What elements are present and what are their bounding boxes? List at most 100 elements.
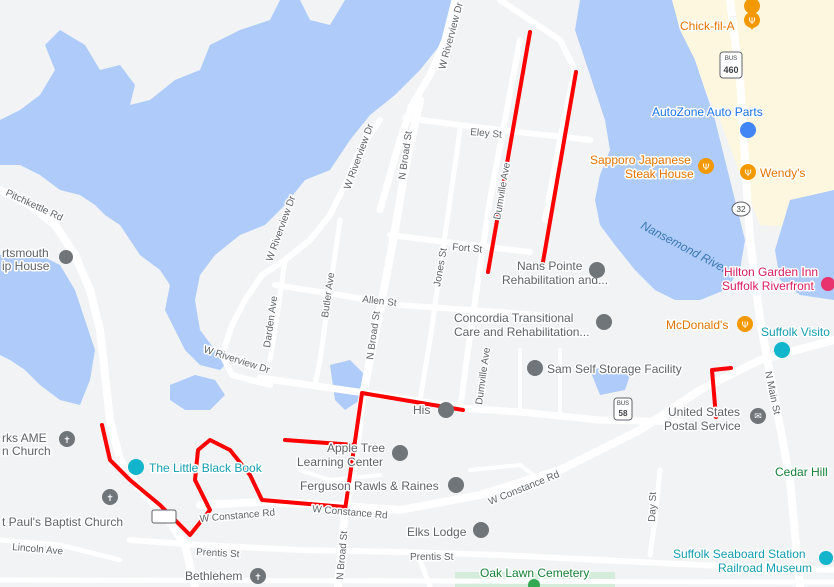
place-pin-icon <box>589 262 605 278</box>
water-inlet <box>330 360 365 410</box>
route-shield-32: 32 <box>731 201 751 217</box>
poi-usps[interactable]: United States Postal Service <box>663 404 766 435</box>
nansemond-river <box>575 0 745 300</box>
church-pin-icon <box>250 568 266 584</box>
poi-concordia[interactable]: Concordia Transitional Care and Rehabili… <box>453 310 612 341</box>
church-pin-icon <box>59 431 75 447</box>
place-pin-icon <box>392 445 408 461</box>
poi-apple-tree-label-2: Learning Center <box>297 455 383 469</box>
route-460-number: 460 <box>723 65 738 75</box>
place-pin-icon <box>438 402 454 418</box>
fork-icon: Ψ <box>744 169 751 179</box>
cross-icon: ✝ <box>63 436 71 446</box>
poi-his-label: His <box>413 403 430 417</box>
fork-icon: Ψ <box>748 17 755 27</box>
place-pin-icon <box>59 250 73 264</box>
poi-ame-church[interactable]: rks AME n Church <box>1 430 75 460</box>
poi-portsmouth[interactable]: rtsmouth ip House <box>1 245 73 275</box>
poi-elks-lodge-label: Elks Lodge <box>407 525 467 539</box>
highlight-east-street <box>541 70 578 264</box>
restaurant-pin-icon <box>737 316 753 332</box>
commercial-area <box>672 0 834 230</box>
poi-portsmouth-label-2: ip House <box>2 259 50 273</box>
water-north <box>0 0 455 370</box>
poi-sapporo[interactable]: Sapporo Japanese Steak House <box>589 152 714 183</box>
poi-sam-self-storage[interactable]: Sam Self Storage Facility <box>527 360 683 378</box>
highlight-loop <box>100 423 347 537</box>
poi-wendys[interactable]: Wendy's <box>740 164 807 182</box>
poi-cedar-hill-label: Cedar Hill <box>775 465 828 479</box>
poi-little-black-book[interactable]: The Little Black Book <box>128 459 264 477</box>
poi-mcdonalds-label: McDonald's <box>666 318 728 332</box>
poi-sam-self-storage-label: Sam Self Storage Facility <box>547 362 682 376</box>
water-east <box>775 190 834 300</box>
camera-pin-icon <box>819 551 833 565</box>
poi-hilton-label-1: Hilton Garden Inn <box>724 265 818 279</box>
poi-apple-tree-label-1: Apple Tree <box>327 441 385 455</box>
poi-suffolk-visitor[interactable]: Suffolk Visito <box>760 324 832 358</box>
poi-autozone[interactable]: AutoZone Auto Parts <box>651 104 764 138</box>
poi-st-pauls[interactable]: t Paul's Baptist Church <box>1 489 125 531</box>
hotel-pin-icon <box>821 277 834 291</box>
street-label-prentis-right: Prentis St <box>410 552 454 563</box>
envelope-icon: ✉ <box>754 412 762 422</box>
poi-his[interactable]: His <box>412 402 454 419</box>
poi-concordia-label-1: Concordia Transitional <box>454 311 573 325</box>
highlight-routes <box>100 30 733 537</box>
route-58-bus-label: BUS <box>617 401 629 407</box>
poi-chick-fil-a[interactable]: Chick-fil-A <box>679 0 760 35</box>
place-pin-icon <box>473 522 489 538</box>
poi-elks-lodge[interactable]: Elks Lodge <box>406 522 489 541</box>
poi-nans-pointe[interactable]: Nans Pointe Rehabilitation and... <box>501 258 610 289</box>
poi-oak-lawn-label: Oak Lawn Cemetery <box>480 566 589 580</box>
poi-sapporo-label-1: Sapporo Japanese <box>590 153 691 167</box>
water-west <box>0 250 95 405</box>
poi-bethlehem[interactable]: Bethlehem <box>184 568 266 585</box>
poi-wendys-label: Wendy's <box>760 166 805 180</box>
restaurant-pin-icon <box>744 12 760 28</box>
poi-ferguson[interactable]: Ferguson Rawls & Raines <box>299 477 464 495</box>
poi-usps-label-2: Postal Service <box>664 419 741 433</box>
cemetery-pin-icon <box>528 579 540 587</box>
pin-glyphs: ✝ ✝ ✝ ✉ Ψ Ψ Ψ Ψ <box>63 17 762 583</box>
poi-oak-lawn[interactable]: Oak Lawn Cemetery <box>479 565 591 587</box>
poi-ame-church-label-2: n Church <box>2 444 51 458</box>
poi-hilton[interactable]: Hilton Garden Inn Suffolk Riverfront <box>721 264 834 295</box>
poi-seaboard[interactable]: Suffolk Seaboard Station Railroad Museum <box>672 546 833 577</box>
highlight-broad-st <box>343 391 465 512</box>
poi-bethlehem-label: Bethlehem <box>185 569 242 583</box>
poi-concordia-label-2: Care and Rehabilitation... <box>454 325 589 339</box>
highlight-dumville-north <box>486 30 532 274</box>
street-label-eley: Eley St <box>470 127 503 141</box>
poi-autozone-label: AutoZone Auto Parts <box>652 105 763 119</box>
route-shield-58-west <box>151 509 177 524</box>
camera-pin-icon <box>128 459 144 475</box>
place-pin-icon <box>596 314 612 330</box>
route-shield-460: BUS 460 <box>719 51 743 79</box>
fork-icon: Ψ <box>741 321 748 331</box>
poi-apple-tree[interactable]: Apple Tree Learning Center <box>296 440 408 471</box>
mail-pin-icon <box>750 408 766 424</box>
highlight-main-st <box>710 366 733 419</box>
restaurant-pin-icon <box>698 158 714 174</box>
cross-icon: ✝ <box>254 573 262 583</box>
fork-icon: Ψ <box>702 163 709 173</box>
poi-seaboard-label-2: Railroad Museum <box>718 561 812 575</box>
poi-chick-fil-a-label: Chick-fil-A <box>680 19 735 33</box>
place-pin-icon <box>448 477 464 493</box>
poi-little-black-book-label: The Little Black Book <box>149 461 263 475</box>
poi-st-pauls-label: t Paul's Baptist Church <box>2 515 123 529</box>
poi-suffolk-visitor-label: Suffolk Visito <box>761 325 830 339</box>
poi-nans-pointe-label-1: Nans Pointe <box>517 259 583 273</box>
church-pin-icon <box>102 489 118 505</box>
street-label-prentis-left: Prentis St <box>196 547 240 560</box>
water-pond <box>170 375 225 410</box>
poi-usps-label-1: United States <box>668 405 740 419</box>
shopping-pin-icon <box>740 122 756 138</box>
route-58-number: 58 <box>619 409 628 418</box>
poi-mcdonalds[interactable]: McDonald's <box>665 316 753 334</box>
poi-hilton-label-2: Suffolk Riverfront <box>722 279 814 293</box>
highlight-spur <box>283 438 357 447</box>
poi-portsmouth-label-1: rtsmouth <box>2 246 49 260</box>
